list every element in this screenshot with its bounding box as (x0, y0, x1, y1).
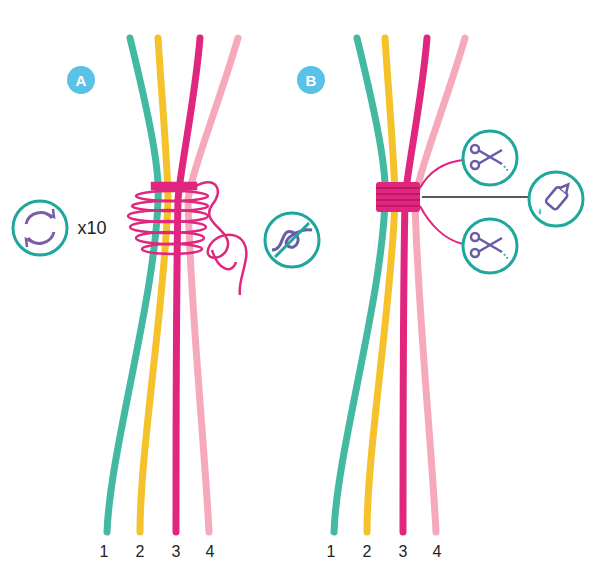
strand-number: 1 (100, 543, 109, 561)
strand-number: 3 (172, 543, 181, 561)
strand-number: 4 (433, 543, 442, 561)
step-letter: B (306, 72, 317, 89)
strand-number: 1 (327, 543, 336, 561)
step-badge: A (67, 66, 95, 94)
step-badge: B (297, 66, 325, 94)
repeat-count: x10 (77, 218, 106, 239)
strand-number: 2 (363, 543, 372, 561)
strand-number: 4 (206, 543, 215, 561)
strand-number: 3 (399, 543, 408, 561)
step-letter: A (76, 72, 87, 89)
strand-number: 2 (136, 543, 145, 561)
